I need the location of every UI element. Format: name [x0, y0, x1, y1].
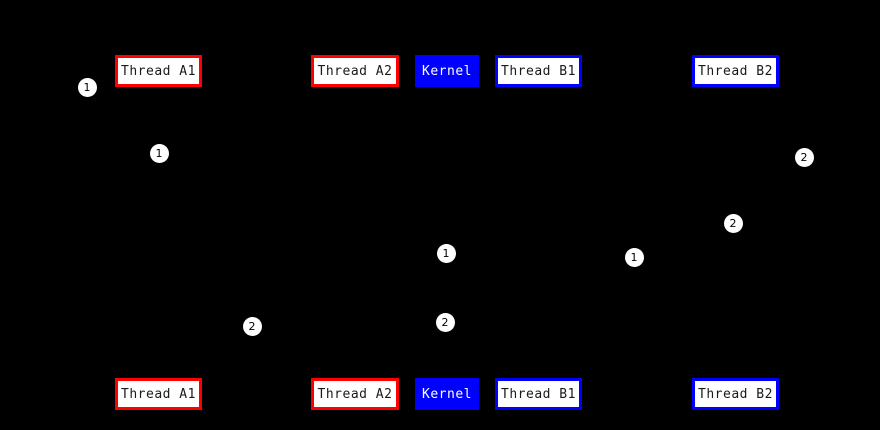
participant-label: Thread A2 [317, 386, 393, 402]
message-arrow [447, 253, 538, 254]
participant-kernel-header[interactable]: Kernel [415, 55, 479, 87]
sequence-badge: 1 [624, 247, 644, 267]
participant-label: Thread B1 [501, 386, 576, 402]
participant-label: Kernel [422, 386, 472, 402]
lifeline-thread-b1 [538, 87, 539, 378]
participant-thread-a2-footer[interactable]: Thread A2 [311, 378, 399, 410]
sequence-badge: 1 [77, 77, 97, 97]
participant-thread-b1-footer[interactable]: Thread B1 [495, 378, 582, 410]
lifeline-thread-a1 [158, 87, 159, 378]
participant-thread-b1-header[interactable]: Thread B1 [495, 55, 582, 87]
participant-label: Thread B2 [698, 386, 773, 402]
participant-label: Thread B1 [501, 63, 576, 79]
sequence-badge: 2 [242, 316, 262, 336]
participant-thread-a1-footer[interactable]: Thread A1 [115, 378, 202, 410]
participant-thread-a1-header[interactable]: Thread A1 [115, 55, 202, 87]
participant-label: Thread B2 [698, 63, 773, 79]
participant-thread-b2-footer[interactable]: Thread B2 [692, 378, 779, 410]
sequence-badge: 2 [794, 147, 814, 167]
message-arrow [447, 322, 538, 323]
participant-label: Thread A2 [317, 63, 393, 79]
sequence-badge: 2 [435, 312, 455, 332]
message-arrow [538, 223, 735, 224]
participant-thread-b2-header[interactable]: Thread B2 [692, 55, 779, 87]
sequence-badge: 1 [149, 143, 169, 163]
participant-label: Thread A1 [121, 63, 196, 79]
participant-label: Kernel [422, 63, 472, 79]
lifeline-kernel [447, 87, 448, 378]
participant-thread-a2-header[interactable]: Thread A2 [311, 55, 399, 87]
lifeline-thread-b2 [735, 87, 736, 378]
sequence-badge: 1 [436, 243, 456, 263]
lifeline-thread-a2 [355, 87, 356, 378]
participant-label: Thread A1 [121, 386, 196, 402]
message-arrow [158, 153, 355, 154]
participant-kernel-footer[interactable]: Kernel [415, 378, 479, 410]
sequence-badge: 2 [723, 213, 743, 233]
